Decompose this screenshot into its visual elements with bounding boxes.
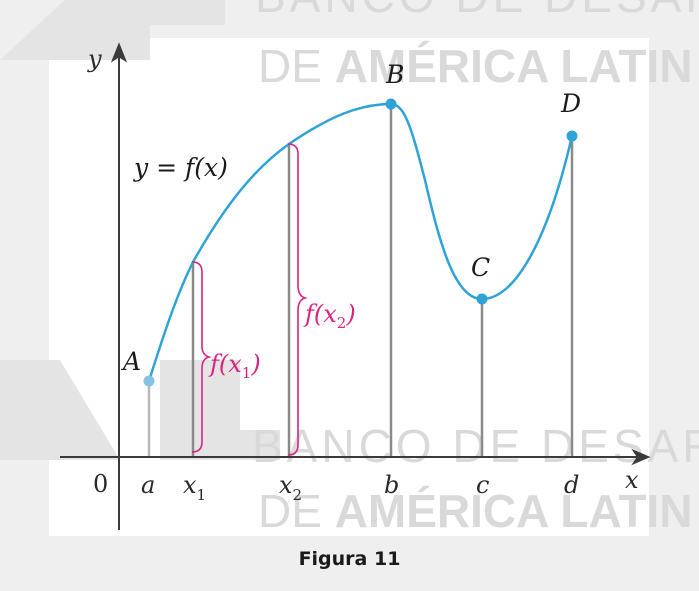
point-label-b: B: [385, 60, 404, 89]
tick-label-b: b: [384, 471, 399, 499]
value-label-fx1: f(x1): [208, 350, 261, 382]
x-axis-arrow: [631, 448, 651, 466]
tick-label-d: d: [564, 471, 579, 499]
brace-fx2: [287, 143, 308, 456]
point-c: [476, 293, 488, 305]
point-label-a: A: [121, 347, 141, 376]
brace-fx1: [191, 261, 212, 453]
point-label-d: D: [560, 89, 581, 118]
tick-label-c: c: [476, 471, 489, 499]
figure-caption: Figura 11: [298, 548, 401, 570]
function-curve: [147, 102, 574, 382]
value-label-fx2: f(x2): [303, 300, 356, 332]
point-d: [566, 130, 578, 142]
x-axis-label: x: [625, 466, 639, 494]
point-b: [385, 98, 397, 110]
tick-label-a: a: [141, 471, 155, 499]
origin-label: 0: [93, 470, 108, 498]
tick-label-x2: x2: [279, 471, 302, 504]
point-a: [143, 375, 155, 387]
function-label: y = f(x): [133, 153, 228, 182]
y-axis-label: y: [87, 45, 102, 73]
y-axis-arrow: [110, 42, 128, 63]
point-label-c: C: [471, 253, 490, 282]
tick-label-x1: x1: [183, 471, 206, 504]
